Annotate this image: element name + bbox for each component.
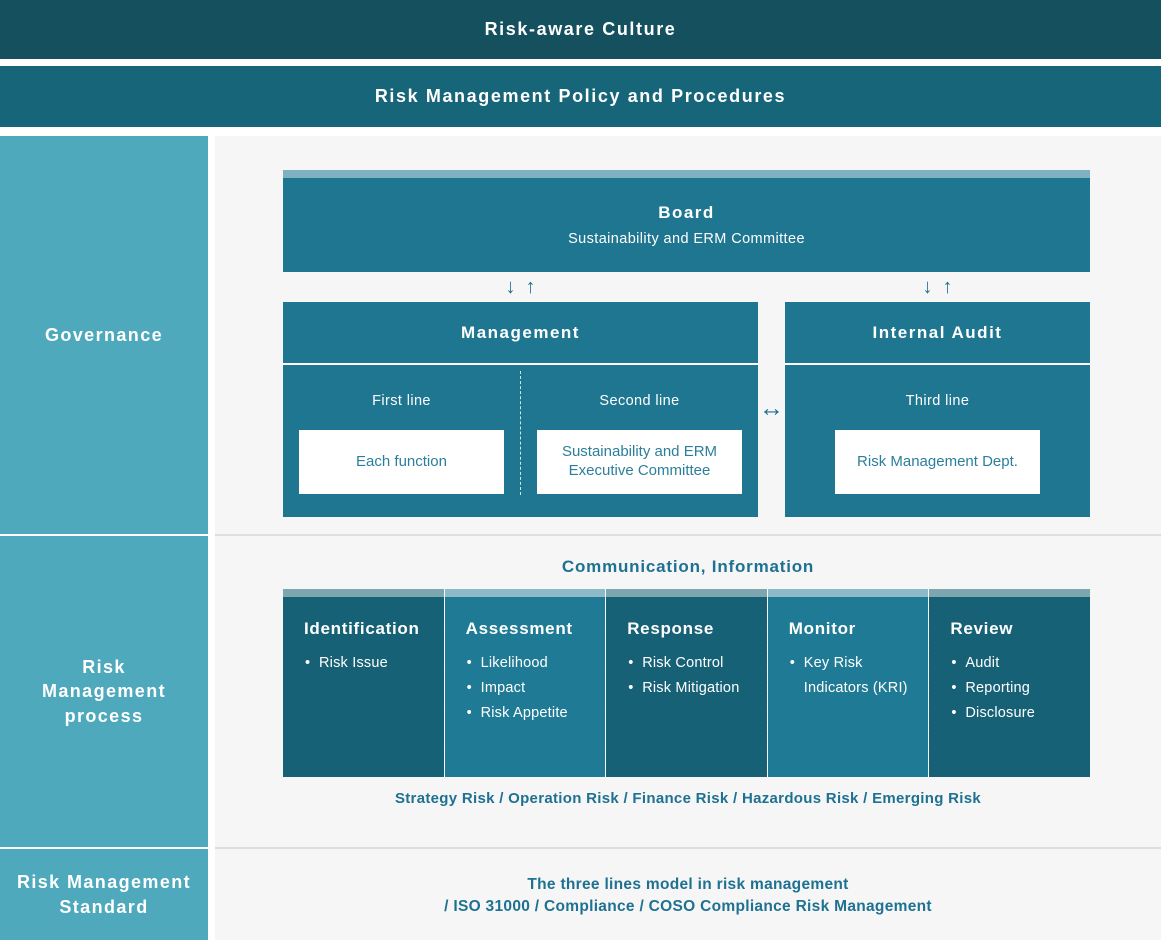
process-step-body: Identification Risk Issue	[283, 597, 444, 777]
erm-executive-committee-card: Sustainability and ERM Executive Committ…	[537, 430, 742, 494]
process-step-title: Monitor	[788, 619, 856, 638]
process-bullet-list: Risk Issue	[304, 651, 436, 676]
sidebar-main-gap	[208, 534, 215, 847]
sidebar-standard-label: Risk Management Standard	[16, 872, 192, 917]
erm-executive-committee-label: Sustainability and ERM Executive Committ…	[561, 443, 718, 479]
process-step-body: Assessment LikelihoodImpactRisk Appetite	[444, 597, 606, 777]
up-arrow-icon: ↑	[942, 276, 953, 298]
process-step-response: Response Risk ControlRisk Mitigation	[605, 589, 767, 777]
internal-audit-box: Internal Audit Third line Risk Managemen…	[785, 302, 1090, 517]
process-bullet-item: Reporting	[950, 676, 1082, 701]
left-right-arrow-icon: ↔	[759, 394, 784, 422]
standard-row: Risk Management Standard The three lines…	[0, 847, 1161, 940]
up-arrow-icon: ↑	[525, 276, 536, 298]
process-steps-row: Identification Risk Issue Assessment Lik…	[283, 589, 1090, 777]
internal-audit-title: Internal Audit	[785, 302, 1090, 365]
process-step-assessment: Assessment LikelihoodImpactRisk Appetite	[443, 589, 606, 777]
board-management-arrows: ↓ ↑ ↓ ↑	[283, 272, 1090, 302]
board-subtitle: Sustainability and ERM Committee	[568, 231, 805, 247]
risk-types-label: Strategy Risk / Operation Risk / Finance…	[394, 790, 982, 807]
governance-boxes-row: Management First line Each function Seco…	[283, 302, 1090, 517]
process-bullet-item: Risk Issue	[304, 651, 436, 676]
risk-aware-culture-label: Risk-aware Culture	[484, 19, 677, 39]
sidebar-main-gap	[208, 136, 215, 534]
risk-policy-banner: Risk Management Policy and Procedures	[0, 66, 1161, 127]
dashed-divider	[520, 371, 521, 495]
process-step-title: Response	[627, 619, 715, 638]
process-step-strip	[767, 589, 929, 597]
process-bullet-item: Risk Mitigation	[627, 676, 759, 701]
process-bullet-list: Risk ControlRisk Mitigation	[627, 651, 759, 701]
process-bullet-list: LikelihoodImpactRisk Appetite	[466, 651, 598, 726]
standard-text: The three lines model in risk management…	[444, 876, 932, 915]
sidebar-section-governance: Governance	[0, 136, 208, 534]
board-body: Board Sustainability and ERM Committee	[283, 178, 1090, 272]
management-title: Management	[283, 302, 758, 365]
each-function-label: Each function	[356, 452, 447, 470]
third-line-column: Third line Risk Management Dept.	[785, 365, 1090, 517]
process-step-body: Review AuditReportingDisclosure	[929, 597, 1090, 777]
process-bullet-item: Risk Appetite	[466, 701, 598, 726]
process-step-strip	[444, 589, 606, 597]
board-box: Board Sustainability and ERM Committee	[283, 170, 1090, 272]
board-title: Board	[658, 203, 715, 222]
down-arrow-icon: ↓	[922, 276, 933, 298]
second-line-column: Second line Sustainability and ERM Execu…	[521, 365, 758, 517]
each-function-card: Each function	[299, 430, 504, 494]
sidebar-governance-label: Governance	[44, 324, 164, 345]
process-bullet-item: Risk Control	[627, 651, 759, 676]
process-bullet-item: Disclosure	[950, 701, 1082, 726]
management-audit-gap: ↔	[758, 302, 785, 517]
process-step-title: Review	[950, 619, 1014, 638]
sidebar-section-process: Risk Management process	[0, 534, 208, 847]
sidebar-process-label: Risk Management process	[41, 657, 167, 726]
governance-content: Board Sustainability and ERM Committee ↓…	[215, 136, 1161, 534]
first-line-column: First line Each function	[283, 365, 520, 517]
process-step-review: Review AuditReportingDisclosure	[928, 589, 1090, 777]
sidebar-main-gap	[208, 847, 215, 940]
process-bullet-list: Key Risk Indicators (KRI)	[789, 651, 921, 701]
audit-arrow-pair: ↓ ↑	[785, 272, 1090, 302]
down-arrow-icon: ↓	[505, 276, 516, 298]
process-row: Risk Management process Communication, I…	[0, 534, 1161, 847]
communication-information-label: Communication, Information	[561, 557, 815, 576]
process-step-strip	[283, 589, 444, 597]
governance-row: Governance Board Sustainability and ERM …	[0, 136, 1161, 534]
process-bullet-list: AuditReportingDisclosure	[950, 651, 1082, 726]
process-step-title: Identification	[304, 619, 420, 638]
process-step-body: Monitor Key Risk Indicators (KRI)	[767, 597, 929, 777]
sidebar-section-standard: Risk Management Standard	[0, 847, 208, 940]
process-content: Communication, Information Identificatio…	[215, 534, 1161, 847]
process-step-title: Assessment	[465, 619, 573, 638]
third-line-label: Third line	[905, 393, 970, 409]
process-step-body: Response Risk ControlRisk Mitigation	[606, 597, 767, 777]
management-body: First line Each function Second line Sus…	[283, 365, 758, 517]
second-line-label: Second line	[599, 393, 680, 409]
process-step-identification: Identification Risk Issue	[283, 589, 444, 777]
risk-management-dept-label: Risk Management Dept.	[857, 452, 1018, 470]
standard-content: The three lines model in risk management…	[215, 847, 1161, 940]
process-bullet-item: Audit	[950, 651, 1082, 676]
internal-audit-body: Third line Risk Management Dept.	[785, 365, 1090, 517]
management-box: Management First line Each function Seco…	[283, 302, 758, 517]
process-step-monitor: Monitor Key Risk Indicators (KRI)	[766, 589, 929, 777]
risk-policy-label: Risk Management Policy and Procedures	[374, 86, 787, 106]
process-step-strip	[606, 589, 767, 597]
process-bullet-item: Key Risk Indicators (KRI)	[789, 651, 921, 701]
risk-aware-culture-banner: Risk-aware Culture	[0, 0, 1161, 59]
board-top-strip	[283, 170, 1090, 178]
arrow-row-gap	[758, 272, 785, 302]
process-bullet-item: Impact	[466, 676, 598, 701]
first-line-label: First line	[372, 393, 431, 409]
process-step-strip	[929, 589, 1090, 597]
risk-management-dept-card: Risk Management Dept.	[835, 430, 1040, 494]
process-bullet-item: Likelihood	[466, 651, 598, 676]
management-arrow-pair: ↓ ↑	[283, 272, 758, 302]
